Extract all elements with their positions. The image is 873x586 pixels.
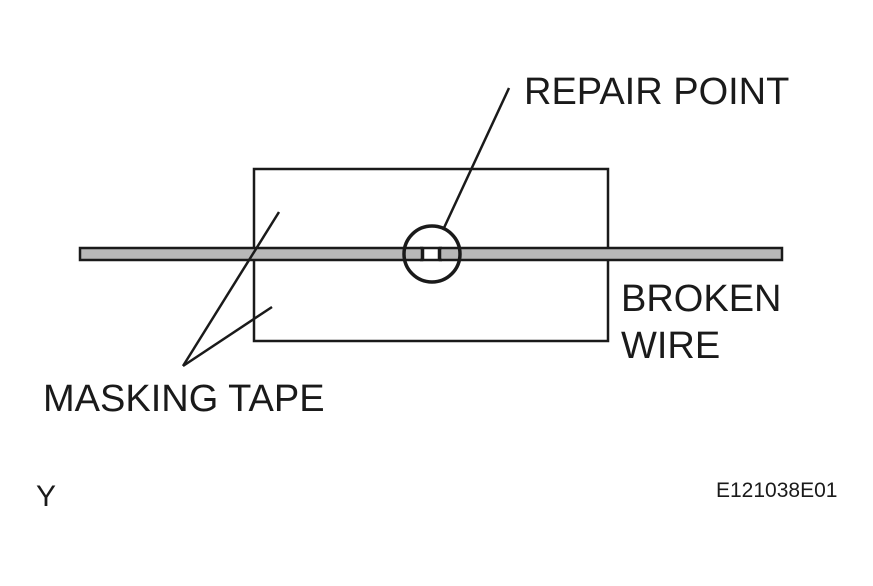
broken-wire (78, 246, 784, 262)
figure-code: E121038E01 (716, 479, 837, 502)
broken-wire-label-line1: BROKEN (621, 278, 781, 320)
corner-mark: Y (36, 480, 56, 513)
masking-tape-label: MASKING TAPE (43, 378, 325, 420)
repair-point-circle (402, 224, 462, 284)
repair-point-label: REPAIR POINT (524, 71, 789, 113)
masking-tape-leader-lower (182, 305, 273, 368)
masking-tape-leader-upper (181, 211, 281, 367)
broken-wire-label-line2: WIRE (621, 325, 720, 367)
repair-point-leader (441, 87, 511, 231)
wire-right-segment (438, 246, 784, 262)
